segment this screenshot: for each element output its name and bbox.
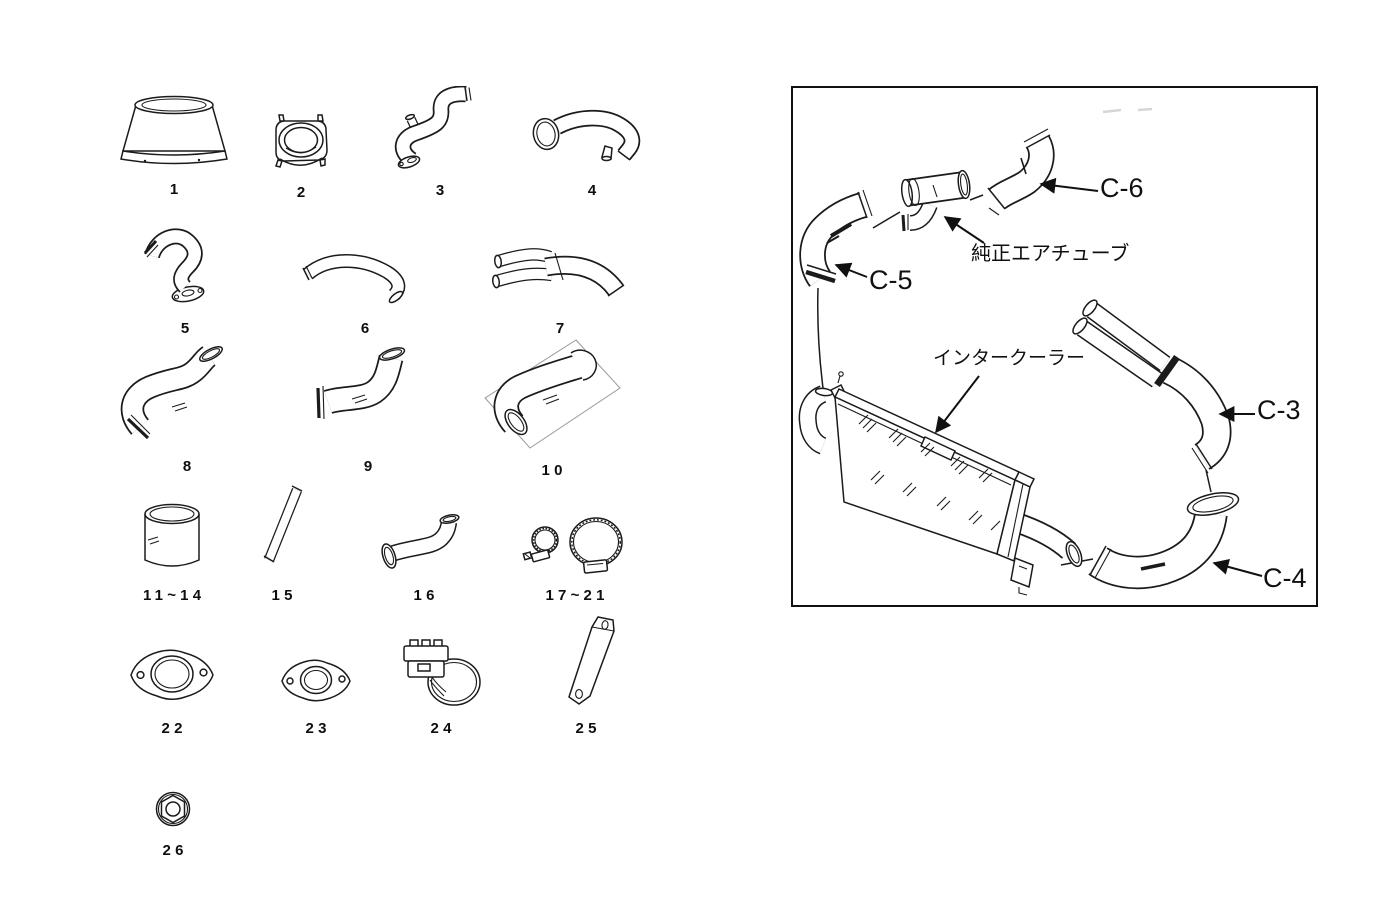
- label-c5: C-5: [869, 265, 913, 295]
- part-item-5: 5: [135, 226, 235, 337]
- part-number-label: 17~21: [545, 587, 609, 604]
- label-c4: C-4: [1263, 563, 1307, 593]
- part-item-25: 25: [548, 614, 624, 737]
- part-item-10: 10: [483, 338, 621, 479]
- thin-hose-drawing: [263, 485, 303, 563]
- part-item-24: 24: [394, 636, 488, 737]
- c5-hose-drawing: [799, 189, 873, 287]
- part-number-label: 1: [169, 181, 183, 198]
- part-number-label: 26: [162, 842, 188, 859]
- c4-pipe-drawing: [1088, 492, 1240, 590]
- hose-clamps-drawing: [522, 517, 623, 574]
- label-c6: C-6: [1100, 173, 1144, 203]
- part-number-label: 3: [435, 182, 449, 199]
- part-number-label: 9: [363, 458, 377, 475]
- s-bend-pipe-drawing: [394, 86, 472, 169]
- part-number-label: 15: [271, 587, 297, 604]
- assembly-drawing: [798, 107, 1263, 596]
- part-item-17-21: 17~21: [520, 512, 630, 604]
- part-number-label: 23: [305, 720, 331, 737]
- part-item-7: 7: [486, 240, 634, 337]
- part-number-label: 24: [430, 720, 456, 737]
- part-item-6: 6: [299, 246, 431, 337]
- part-item-9: 9: [312, 342, 424, 475]
- elbow-hose-drawing: [381, 514, 460, 569]
- leader-arrows: [834, 177, 1263, 577]
- part-number-label: 7: [555, 320, 569, 337]
- flange-nut-drawing: [155, 791, 191, 827]
- part-item-22: 22: [128, 641, 216, 737]
- twin-inlet-pipe-drawing: [491, 248, 625, 297]
- part-item-3: 3: [387, 86, 493, 199]
- part-item-4: 4: [532, 108, 652, 199]
- gasket-large-drawing: [130, 649, 214, 700]
- part-item-8: 8: [120, 343, 254, 475]
- boxed-elbow-pipe-drawing: [484, 339, 621, 449]
- part-item-23: 23: [279, 653, 353, 737]
- part-number-label: 5: [180, 320, 194, 337]
- air-filter-drawing: [120, 95, 228, 165]
- hose-coupler-drawing: [144, 503, 200, 567]
- elbow-pipe-drawing: [120, 346, 224, 440]
- bracket-drawing: [568, 616, 615, 705]
- part-item-1: 1: [115, 93, 233, 198]
- part-number-label: 4: [587, 182, 601, 199]
- part-item-2: 2: [268, 112, 334, 201]
- c3-pipe-drawing: [1072, 299, 1232, 474]
- part-item-15: 15: [249, 482, 315, 604]
- oem-air-tube-drawing: [900, 169, 971, 232]
- intercooler-drawing: [798, 371, 1083, 596]
- label-intercooler: インタークーラー: [933, 348, 1086, 369]
- c6-hose-drawing: [987, 128, 1055, 216]
- part-number-label: 2: [296, 184, 310, 201]
- part-number-label: 8: [182, 458, 196, 475]
- curved-pipe-drawing: [302, 254, 406, 304]
- gasket-small-drawing: [281, 659, 351, 702]
- part-number-label: 16: [413, 587, 439, 604]
- part-number-label: 6: [360, 320, 374, 337]
- part-number-label: 22: [161, 720, 187, 737]
- intake-adapter-drawing: [275, 114, 328, 168]
- flanged-pipe-drawing: [143, 228, 205, 303]
- part-number-label: 11~14: [142, 587, 206, 604]
- part-item-16: 16: [377, 508, 471, 604]
- elbow-pipe-wide-drawing: [316, 347, 406, 420]
- harness-drawing: [403, 639, 481, 706]
- inlet-pipe-drawing: [532, 109, 641, 162]
- part-item-11-14: 11~14: [138, 500, 206, 604]
- part-number-label: 10: [541, 462, 567, 479]
- assembly-panel: C-6 純正エアチューブ C-5 インタークーラー C-3 C-4: [791, 86, 1318, 607]
- label-oem-air-tube: 純正エアチューブ: [971, 243, 1130, 265]
- part-item-26: 26: [151, 788, 195, 859]
- label-c3: C-3: [1257, 395, 1301, 425]
- part-number-label: 25: [575, 720, 601, 737]
